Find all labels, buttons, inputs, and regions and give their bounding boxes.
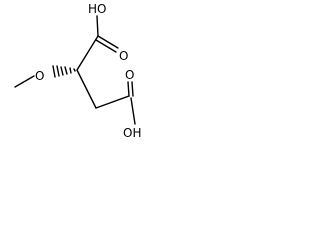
bond-c4-o-double-b <box>131 81 134 97</box>
label-bottom-hydroxyl: OH <box>123 126 141 140</box>
bond-c2-c1 <box>76 35 99 71</box>
bond-c4-o-double-a <box>127 81 130 97</box>
bond-c3-c4 <box>95 95 130 109</box>
bond-c1-o-double-a <box>97 35 119 49</box>
label-top-hydroxyl: HO <box>88 2 106 16</box>
bond-c1-o-double-b <box>95 39 117 53</box>
label-top-carbonyl-oxygen: O <box>119 49 128 63</box>
hashed-wedge-bond <box>52 65 76 78</box>
bond-o-methyl <box>14 75 35 88</box>
bond-c1-oh-top <box>96 15 99 37</box>
label-bottom-carbonyl-oxygen: O <box>125 68 134 82</box>
chemical-structure: HO O O O OH <box>14 2 141 140</box>
label-methoxy-oxygen: O <box>35 69 44 83</box>
bond-c4-oh-bottom <box>130 97 136 125</box>
bond-c2-c3 <box>76 69 97 109</box>
